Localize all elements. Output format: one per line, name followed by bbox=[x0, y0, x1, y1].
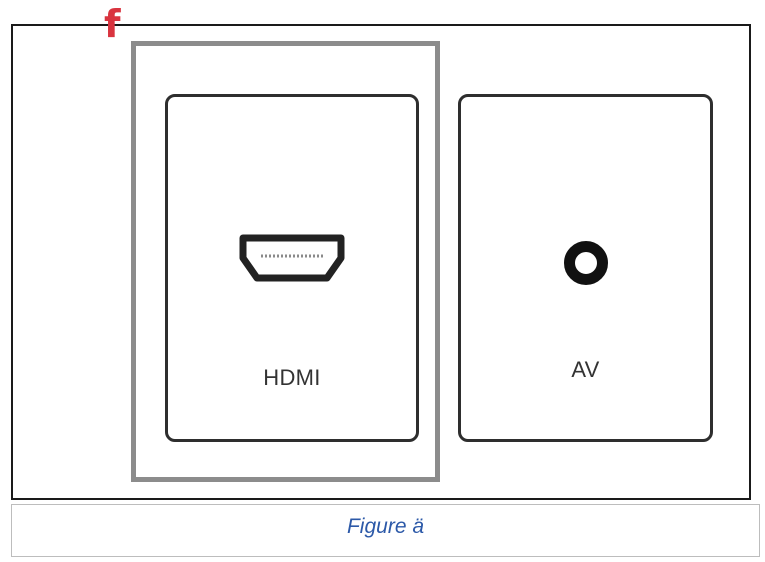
av-source-option[interactable]: AV bbox=[458, 94, 713, 442]
av-jack-icon bbox=[563, 241, 608, 285]
figure-caption: Figure ä bbox=[11, 504, 760, 557]
step-marker: f bbox=[104, 2, 121, 46]
av-label: AV bbox=[571, 357, 600, 382]
hdmi-label: HDMI bbox=[263, 365, 321, 390]
hdmi-port-icon bbox=[239, 234, 345, 282]
hdmi-source-option[interactable]: HDMI bbox=[165, 94, 419, 442]
